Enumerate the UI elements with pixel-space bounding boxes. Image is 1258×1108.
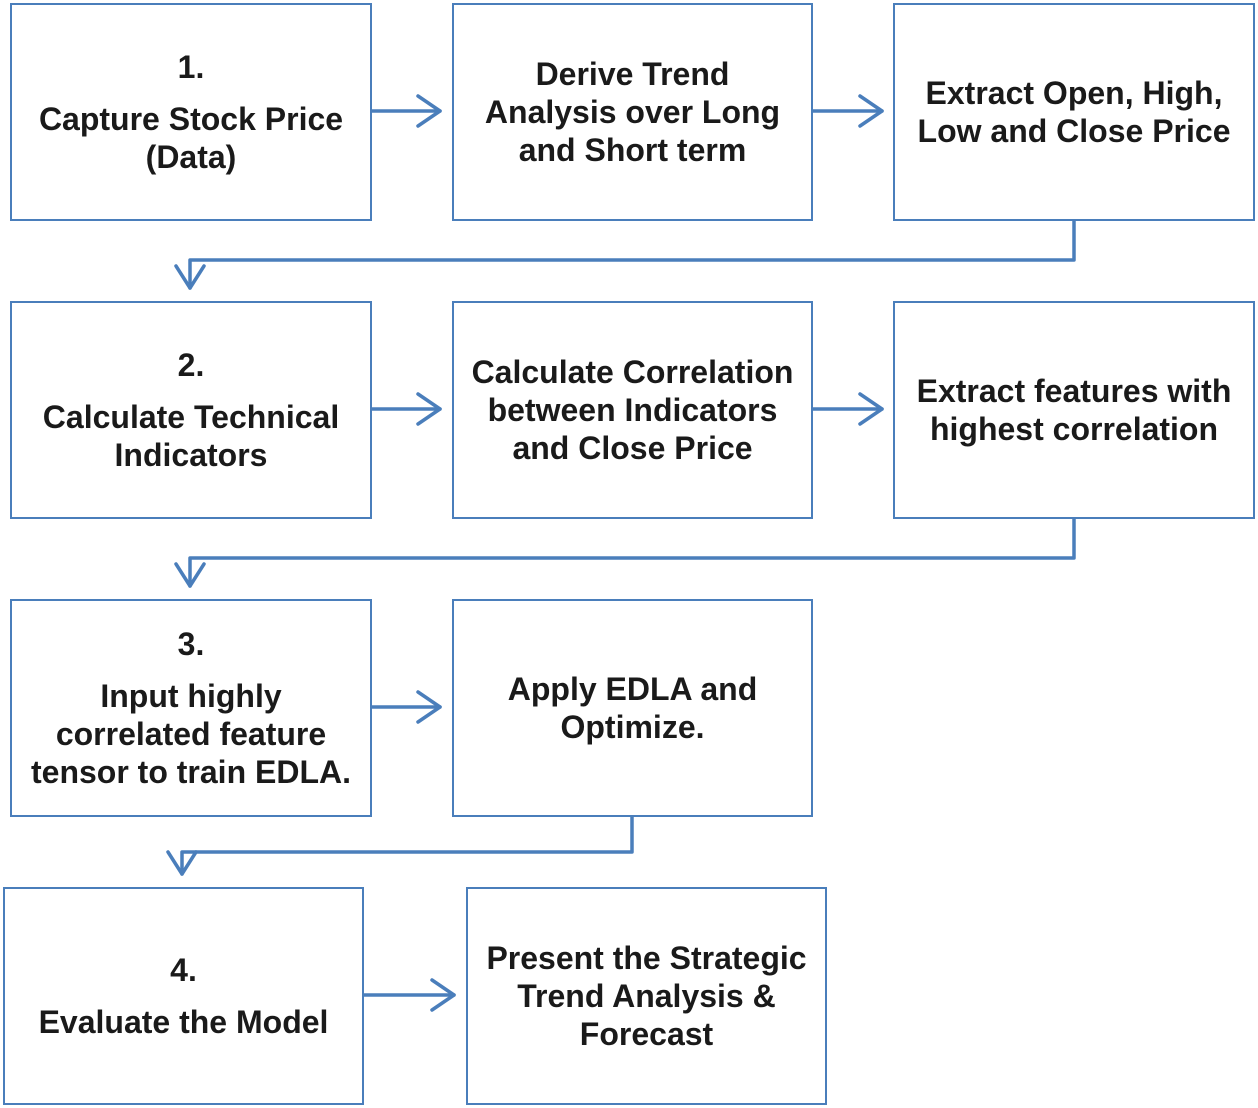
step-3-input-text: Input highly correlated feature tensor t…	[30, 678, 351, 790]
step-1-capture-box: 1. Capture Stock Price (Data)	[10, 3, 372, 221]
arrow-1a-to-1b	[370, 94, 442, 128]
step-2-correlation-text: Calculate Correlation between Indicators…	[471, 354, 794, 466]
step-4-evaluate-box: 4. Evaluate the Model	[3, 887, 364, 1105]
arrow-2a-to-2b	[370, 392, 442, 426]
step-1-extract-text: Extract Open, High, Low and Close Price	[917, 75, 1231, 149]
arrow-3a-to-3b	[370, 690, 442, 724]
connector-row2-to-row3	[174, 516, 1076, 588]
step-2-indicators-box: 2. Calculate Technical Indicators	[10, 301, 372, 519]
step-2-correlation-box: Calculate Correlation between Indicators…	[452, 301, 813, 519]
arrow-4a-to-4b	[362, 978, 456, 1012]
arrow-2b-to-2c	[810, 392, 884, 426]
step-2-features-box: Extract features with highest correlatio…	[893, 301, 1255, 519]
step-1-extract-box: Extract Open, High, Low and Close Price	[893, 3, 1255, 221]
step-1-capture-text: Capture Stock Price (Data)	[38, 101, 344, 175]
step-3-number: 3.	[177, 626, 205, 662]
step-1-trend-box: Derive Trend Analysis over Long and Shor…	[452, 3, 813, 221]
step-2-indicators-text: Calculate Technical Indicators	[42, 399, 340, 473]
step-1-trend-text: Derive Trend Analysis over Long and Shor…	[484, 56, 781, 168]
step-4-evaluate-text: Evaluate the Model	[38, 1004, 329, 1040]
connector-row3-to-row4	[166, 814, 634, 876]
connector-row1-to-row2	[174, 218, 1076, 290]
step-4-present-box: Present the Strategic Trend Analysis & F…	[466, 887, 827, 1105]
step-2-features-text: Extract features with highest correlatio…	[916, 373, 1232, 447]
step-4-present-text: Present the Strategic Trend Analysis & F…	[486, 940, 807, 1052]
step-3-apply-box: Apply EDLA and Optimize.	[452, 599, 813, 817]
step-3-apply-text: Apply EDLA and Optimize.	[507, 671, 758, 745]
step-2-number: 2.	[177, 347, 205, 383]
step-3-input-box: 3. Input highly correlated feature tenso…	[10, 599, 372, 817]
step-4-number: 4.	[170, 952, 197, 988]
step-1-number: 1.	[177, 49, 205, 85]
arrow-1b-to-1c	[810, 94, 884, 128]
